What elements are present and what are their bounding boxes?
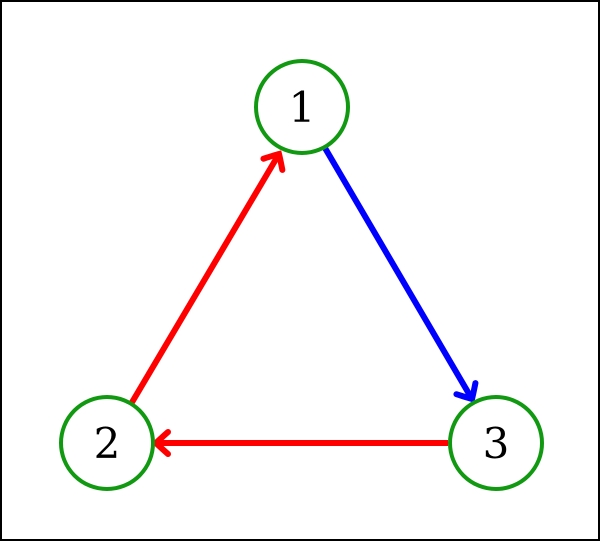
node-1: 1 [254, 59, 350, 155]
edge-2-to-1 [128, 150, 286, 406]
node-3: 3 [448, 395, 544, 491]
node-3-label: 3 [483, 419, 510, 468]
edge-1-to-3 [322, 146, 479, 403]
node-2: 2 [59, 395, 155, 491]
node-1-label: 1 [289, 83, 316, 132]
node-2-label: 2 [94, 419, 121, 468]
